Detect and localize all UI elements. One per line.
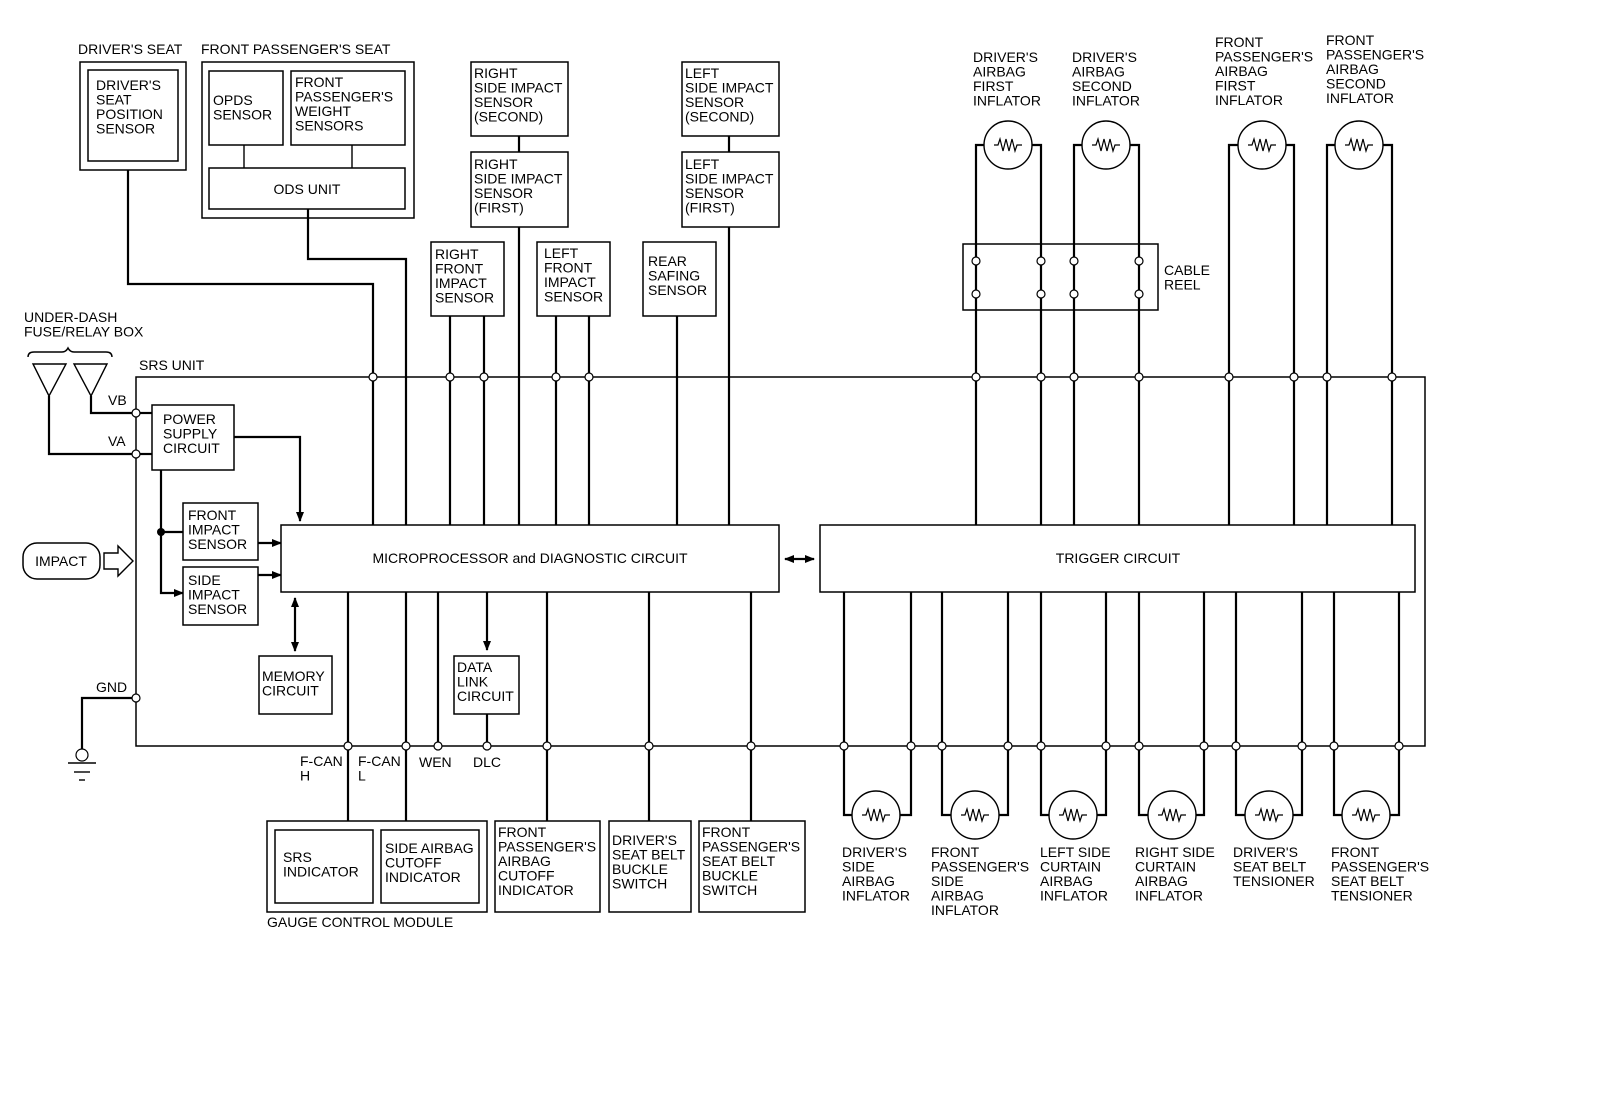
front-passengers-airbag-second-inflator-symbol (1325, 120, 1394, 377)
weight-sensors-box (290, 70, 406, 146)
microprocessor-box (280, 524, 780, 593)
drivers-side-airbag-inflator-symbol (842, 592, 913, 840)
dlc-label: DLC (473, 754, 501, 770)
impact-label: IMPACT (35, 553, 87, 569)
front-passengers-seat-belt-tensioner-symbol (1332, 592, 1401, 840)
impact-arrow-icon (103, 544, 134, 578)
drivers-seat-belt-buckle-switch-box (608, 820, 692, 913)
opds-sensor-box (208, 70, 284, 146)
memory-circuit-box (258, 655, 333, 715)
front-passengers-seat-title: FRONT PASSENGER'S SEAT (201, 41, 391, 57)
front-impact-sensor-internal-box (182, 502, 259, 561)
va-terminal-label: VA (108, 433, 126, 449)
front-passengers-side-airbag-inflator-symbol (940, 592, 1010, 840)
fuse-symbols (31, 363, 136, 456)
left-side-curtain-airbag-inflator-symbol (1039, 592, 1108, 840)
side-impact-sensor-internal-box (182, 566, 259, 626)
gnd-terminal-label: GND (96, 679, 127, 695)
power-supply-circuit-box (151, 404, 235, 471)
data-link-circuit-box (453, 655, 520, 715)
srs-unit-label: SRS UNIT (139, 357, 205, 373)
front-passengers-airbag-cutoff-indicator-box (494, 820, 601, 913)
left-side-impact-sensor-second-box (681, 61, 780, 137)
drivers-airbag-second-inflator-symbol (1072, 120, 1141, 377)
left-side-impact-sensor-first-box (681, 151, 780, 228)
drivers-seat-belt-tensioner-symbol (1234, 592, 1304, 840)
trigger-circuit-box (819, 524, 1416, 593)
top-harness-wires (126, 136, 1394, 525)
ground-symbol (68, 696, 136, 781)
wen-label: WEN (419, 754, 452, 770)
vb-terminal-label: VB (108, 392, 127, 408)
srs-indicator-box (274, 829, 374, 904)
gauge-control-module-label: GAUGE CONTROL MODULE (267, 914, 453, 930)
front-passengers-airbag-first-inflator-symbol (1227, 120, 1296, 377)
top-connector-nodes (131, 372, 1397, 703)
right-front-impact-sensor-box (430, 241, 505, 317)
right-side-curtain-airbag-inflator-symbol (1137, 592, 1206, 840)
rear-safing-sensor-box (642, 241, 717, 317)
trigger-bottom-connector-nodes (839, 741, 1404, 751)
trigger-circuit-label: TRIGGER CIRCUIT (1056, 550, 1181, 566)
bottom-harness-wires (346, 592, 753, 821)
front-passengers-seat-belt-buckle-switch-box (698, 820, 806, 913)
right-side-impact-sensor-second-box (470, 61, 569, 137)
impact-label-box (22, 542, 101, 580)
cable-reel-contacts (971, 256, 1144, 299)
side-airbag-cutoff-indicator-box (380, 829, 480, 904)
bottom-connector-nodes (343, 741, 756, 751)
srs-unit-box (135, 376, 1426, 747)
drivers-seat-position-sensor-box (87, 69, 179, 162)
right-side-impact-sensor-first-box (470, 151, 569, 228)
left-front-impact-sensor-box (536, 241, 611, 317)
microprocessor-label: MICROPROCESSOR and DIAGNOSTIC CIRCUIT (372, 550, 687, 566)
drivers-airbag-first-inflator-symbol (974, 120, 1043, 377)
ods-unit-label: ODS UNIT (274, 181, 341, 197)
cable-reel-box (962, 243, 1159, 311)
drivers-seat-title: DRIVER'S SEAT (78, 41, 183, 57)
